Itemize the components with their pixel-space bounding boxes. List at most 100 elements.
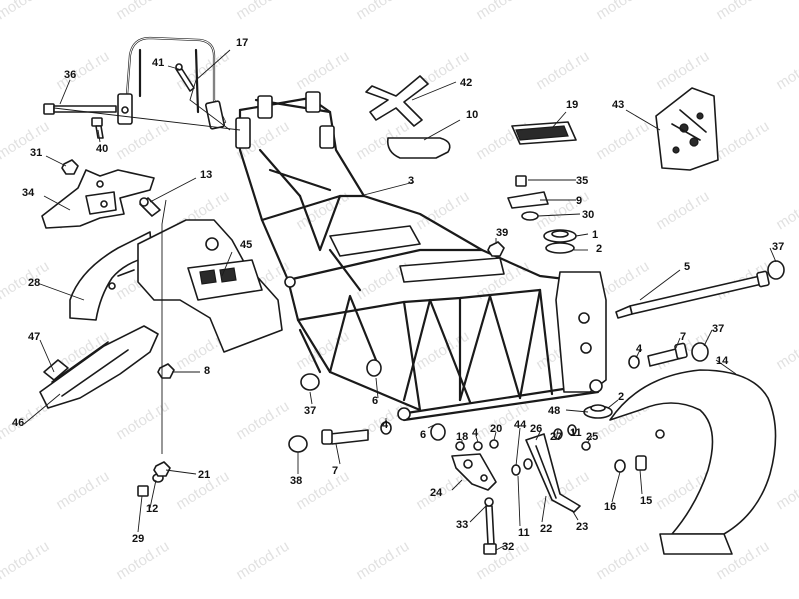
small-cap (288, 435, 308, 453)
bracket-nut (61, 159, 79, 175)
callout-c37b: 37 (712, 323, 724, 335)
callout-c11a: 11 (570, 427, 582, 439)
lower-guard (39, 325, 159, 409)
watermark-text-82: motod.ru (0, 538, 52, 584)
callout-c5: 5 (684, 261, 690, 273)
callout-c2a: 2 (596, 243, 602, 255)
callout-c17: 17 (236, 37, 248, 49)
callout-c34: 34 (22, 187, 35, 199)
mount-bolts (321, 342, 688, 445)
callout-c14: 14 (716, 355, 729, 367)
rear-rubber-mount (583, 404, 613, 419)
callout-c46: 46 (12, 417, 24, 429)
callout-c33: 33 (456, 519, 468, 531)
watermark-text-73: motod.ru (53, 468, 112, 514)
sidestand-bracket (451, 439, 499, 491)
callout-c19: 19 (566, 99, 578, 111)
callout-c45: 45 (240, 239, 252, 251)
callout-c44: 44 (514, 419, 527, 431)
watermark-text-19: motod.ru (53, 48, 112, 94)
front-fender (609, 369, 777, 555)
tail-bolt (139, 197, 161, 217)
watermark-text-79: motod.ru (773, 468, 799, 514)
callout-c22: 22 (540, 523, 552, 535)
callout-c37c: 37 (304, 405, 316, 417)
callout-c4a: 4 (636, 343, 643, 355)
guard-nut (157, 363, 175, 379)
guard-screws (137, 461, 171, 497)
callout-c6a: 6 (372, 395, 378, 407)
callout-c37a: 37 (772, 241, 784, 253)
callout-c24: 24 (430, 487, 443, 499)
callout-c15: 15 (640, 495, 652, 507)
electrical-box (655, 87, 719, 171)
watermark-text-14: motod.ru (473, 0, 532, 23)
watermark-text-11: motod.ru (113, 0, 172, 23)
crossbar-bracket (365, 75, 429, 127)
watermark-text-39: motod.ru (293, 188, 352, 234)
watermark-text-16: motod.ru (713, 0, 772, 23)
callout-c35: 35 (576, 175, 588, 187)
callout-c9: 9 (576, 195, 582, 207)
long-spindle (615, 270, 770, 319)
main-frame (235, 91, 607, 422)
watermark-text-33: motod.ru (593, 118, 652, 164)
leader-lines (23, 49, 777, 551)
watermark-text-66: motod.ru (233, 398, 292, 444)
callout-c13: 13 (200, 169, 212, 181)
grab-handle (117, 36, 227, 130)
pad-cushion (386, 137, 451, 159)
callout-c32: 32 (502, 541, 514, 553)
watermark-text-65: motod.ru (113, 398, 172, 444)
callout-c2b: 2 (618, 391, 624, 403)
callout-c39: 39 (496, 227, 508, 239)
callout-c42: 42 (460, 77, 472, 89)
washers-spacers (366, 355, 640, 441)
watermark-text-87: motod.ru (593, 538, 652, 584)
callout-c1: 1 (592, 229, 598, 241)
callout-c26: 26 (530, 423, 542, 435)
watermark-text-42: motod.ru (653, 188, 712, 234)
watermark-text-23: motod.ru (533, 48, 592, 94)
handle-bolt-long (43, 103, 117, 115)
callout-c20: 20 (490, 423, 502, 435)
rear-fender (69, 231, 153, 321)
callout-c36: 36 (64, 69, 76, 81)
watermark-text-43: motod.ru (773, 188, 799, 234)
callout-c8: 8 (204, 365, 210, 377)
watermark-text-84: motod.ru (233, 538, 292, 584)
watermark-text-34: motod.ru (713, 118, 772, 164)
callout-c10: 10 (466, 109, 478, 121)
callout-c40: 40 (96, 143, 108, 155)
callout-c28: 28 (28, 277, 40, 289)
watermark-text-10: motod.ru (0, 0, 52, 23)
rubber-mounts (543, 229, 577, 254)
frame-nut (487, 241, 505, 257)
callout-c43: 43 (612, 99, 624, 111)
callout-c16: 16 (604, 501, 616, 513)
callout-c7a: 7 (680, 331, 686, 343)
watermark-text-21: motod.ru (293, 48, 352, 94)
tail-mudguard (137, 219, 283, 353)
callout-c21: 21 (198, 469, 210, 481)
stand-bolt (483, 497, 497, 555)
callout-c41: 41 (152, 57, 164, 69)
callout-c12: 12 (146, 503, 158, 515)
bracket-hardware (507, 175, 549, 221)
watermark-text-25: motod.ru (773, 48, 799, 94)
watermark-text-24: motod.ru (653, 48, 712, 94)
watermark-text-15: motod.ru (593, 0, 652, 23)
callout-c3: 3 (408, 175, 414, 187)
fender-hardware (614, 455, 647, 473)
watermark-text-46: motod.ru (0, 258, 52, 304)
handle-bolt-short (91, 117, 104, 139)
label-plate (511, 121, 577, 145)
callout-c18: 18 (456, 431, 468, 443)
callout-c30: 30 (582, 209, 594, 221)
watermark-text-12: motod.ru (233, 0, 292, 23)
callout-c29: 29 (132, 533, 144, 545)
callout-c4c: 4 (472, 427, 479, 439)
callout-c38: 38 (290, 475, 302, 487)
